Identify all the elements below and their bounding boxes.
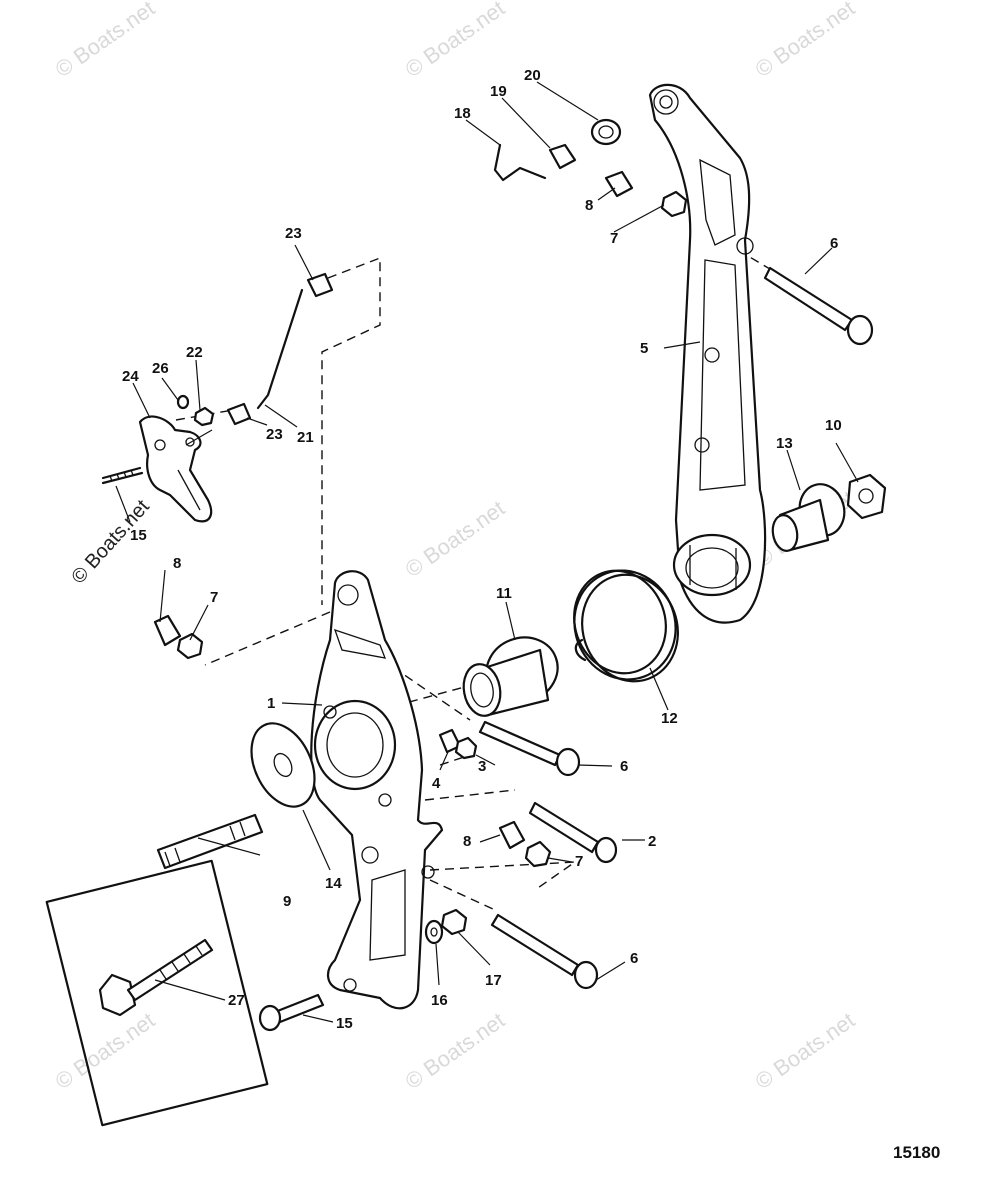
- callout: 12: [661, 710, 678, 727]
- nut-icon: [846, 473, 887, 520]
- screw-icon: [101, 466, 144, 485]
- watermark: © Boats.net: [51, 1007, 160, 1094]
- watermark: © Boats.net: [751, 0, 860, 82]
- torsion-spring-icon: [573, 569, 679, 683]
- screw-icon: [490, 913, 599, 990]
- callout: 5: [640, 340, 648, 357]
- callout: 24: [122, 368, 139, 385]
- watermark: © Boats.net: [401, 495, 510, 582]
- callout: 6: [620, 758, 628, 775]
- callout: 15: [130, 527, 147, 544]
- screw-icon: [258, 993, 325, 1032]
- figure-number: 15180: [893, 1143, 940, 1162]
- screw-icon: [478, 720, 581, 777]
- callout: 7: [575, 853, 583, 870]
- callout: 13: [776, 435, 793, 452]
- callout: 19: [490, 83, 507, 100]
- screw-icon: [763, 266, 874, 346]
- callout: 8: [585, 197, 593, 214]
- throttle-arm-icon: [648, 83, 767, 624]
- callout: 27: [228, 992, 245, 1009]
- callout: 6: [830, 235, 838, 252]
- throttle-cam-lever-icon: [310, 570, 444, 1010]
- washer-icon: [424, 919, 444, 945]
- callout: 10: [825, 417, 842, 434]
- link-rod-icon: [176, 118, 622, 427]
- callout: 3: [478, 758, 486, 775]
- nut-icon: [153, 170, 688, 936]
- callout: 22: [186, 344, 203, 361]
- inset-box: [45, 859, 269, 1127]
- callout: 8: [173, 555, 181, 572]
- watermark: © Boats.net: [401, 1007, 510, 1094]
- callout: 8: [463, 833, 471, 850]
- callout: 26: [152, 360, 169, 377]
- leader-lines: [115, 81, 859, 1023]
- callout: 1: [267, 695, 275, 712]
- callout: 2: [648, 833, 656, 850]
- callout: 14: [325, 875, 342, 892]
- watermark: © Boats.net: [51, 0, 160, 82]
- bushing-icon: [771, 483, 846, 552]
- washer-icon: [250, 722, 316, 808]
- callout: 16: [431, 992, 448, 1009]
- callout: 18: [454, 105, 471, 122]
- callout: 21: [297, 429, 314, 446]
- callouts: 1 2 3 4 5 6 6 6 7 7 7 8 8 8 9 10 11 12 1…: [122, 67, 842, 1032]
- callout: 23: [266, 426, 283, 443]
- callout: 23: [285, 225, 302, 242]
- callout: 15: [336, 1015, 353, 1032]
- callout: 7: [610, 230, 618, 247]
- bushing-icon: [462, 636, 559, 717]
- callout: 11: [496, 585, 512, 602]
- callout: 6: [630, 950, 638, 967]
- screw-icon: [528, 801, 618, 864]
- watermark: © Boats.net: [401, 0, 510, 82]
- callout: 17: [485, 972, 502, 989]
- callout: 20: [524, 67, 541, 84]
- small-lever-icon: [138, 415, 213, 523]
- callout: 7: [210, 589, 218, 606]
- callout: 4: [432, 775, 441, 792]
- watermark: © Boats.net: [751, 1007, 860, 1094]
- callout: 9: [283, 893, 291, 910]
